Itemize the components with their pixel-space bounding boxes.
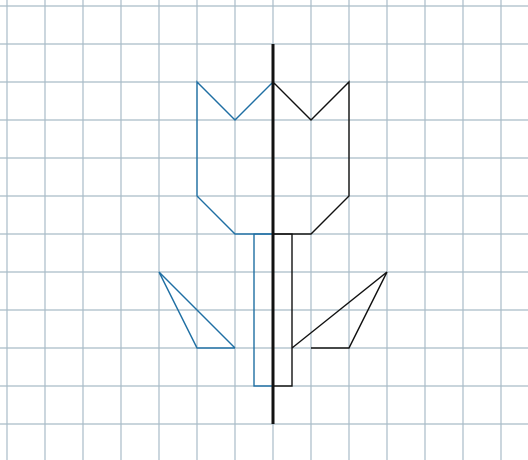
grid-lines <box>0 0 528 460</box>
symmetry-grid-figure <box>0 0 528 460</box>
